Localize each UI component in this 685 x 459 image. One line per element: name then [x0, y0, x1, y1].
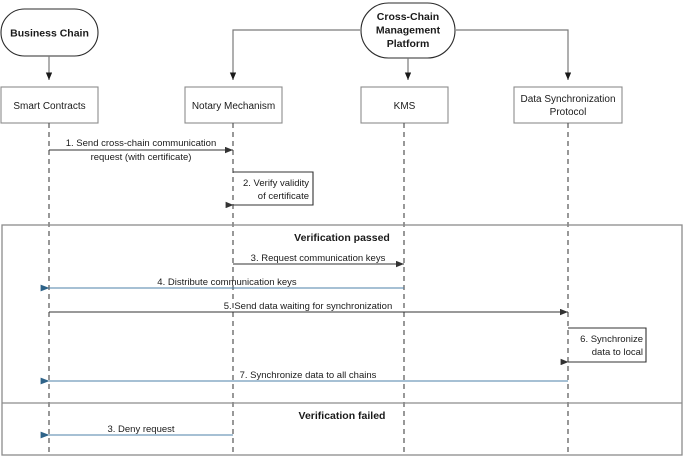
message-3-label: 3. Request communication keys — [251, 253, 386, 264]
participant-data-synchronization-protocol[interactable]: Data Synchronization Protocol — [513, 86, 623, 124]
message-5-label: 5. Send data waiting for synchronization — [224, 301, 392, 312]
kms-box — [360, 86, 449, 124]
fragment-box — [1, 224, 683, 456]
message-3[interactable]: 3. Request communication keys — [233, 253, 404, 268]
connector-platform-to-data-sync — [456, 29, 572, 81]
data-sync-box — [513, 86, 623, 124]
message-6-label-line-2: data to local — [592, 347, 643, 358]
message-2-label-line-2: of certificate — [258, 191, 309, 202]
participant-kms[interactable]: KMS — [360, 86, 449, 124]
fragment-label-verification-passed: Verification passed — [294, 232, 390, 244]
actor-cross-chain-platform[interactable]: Cross-Chain Management Platform — [360, 2, 456, 59]
cross-chain-platform-label-line-3: Platform — [387, 38, 430, 50]
message-6-label-line-1: 6. Synchronize — [580, 334, 643, 345]
message-4[interactable]: 4. Distribute communication keys — [40, 277, 404, 292]
data-sync-label-line-1: Data Synchronization — [520, 94, 615, 105]
notary-mechanism-label: Notary Mechanism — [192, 101, 275, 112]
message-5[interactable]: 5. Send data waiting for synchronization — [49, 301, 568, 316]
fragment-label-verification-failed: Verification failed — [299, 410, 386, 422]
message-7-label: 7. Synchronize data to all chains — [240, 370, 377, 381]
data-sync-label-line-2: Protocol — [550, 107, 587, 118]
business-chain-label: Business Chain — [10, 28, 89, 40]
cross-chain-platform-label-line-2: Management — [376, 25, 441, 37]
message-3-deny-request-label: 3. Deny request — [107, 424, 174, 435]
kms-label: KMS — [394, 101, 416, 112]
message-3-deny-request[interactable]: 3. Deny request — [40, 424, 233, 439]
message-2[interactable]: 2. Verify validity of certificate — [225, 171, 314, 209]
smart-contracts-label: Smart Contracts — [13, 101, 85, 112]
message-7[interactable]: 7. Synchronize data to all chains — [40, 370, 568, 385]
actor-business-chain[interactable]: Business Chain — [0, 8, 99, 57]
participant-notary-mechanism[interactable]: Notary Mechanism — [184, 86, 283, 124]
cross-chain-platform-label-line-1: Cross-Chain — [377, 11, 439, 23]
message-2-label-line-1: 2. Verify validity — [243, 178, 309, 189]
message-6[interactable]: 6. Synchronize data to local — [560, 327, 647, 366]
connector-platform-to-notary — [229, 29, 360, 81]
smart-contracts-box — [0, 86, 99, 124]
participant-smart-contracts[interactable]: Smart Contracts — [0, 86, 99, 124]
message-1-label-line-1: 1. Send cross-chain communication — [66, 138, 217, 149]
message-4-label: 4. Distribute communication keys — [157, 277, 297, 288]
message-1[interactable]: 1. Send cross-chain communication reques… — [49, 138, 233, 163]
message-1-label-line-2: request (with certificate) — [91, 152, 192, 163]
